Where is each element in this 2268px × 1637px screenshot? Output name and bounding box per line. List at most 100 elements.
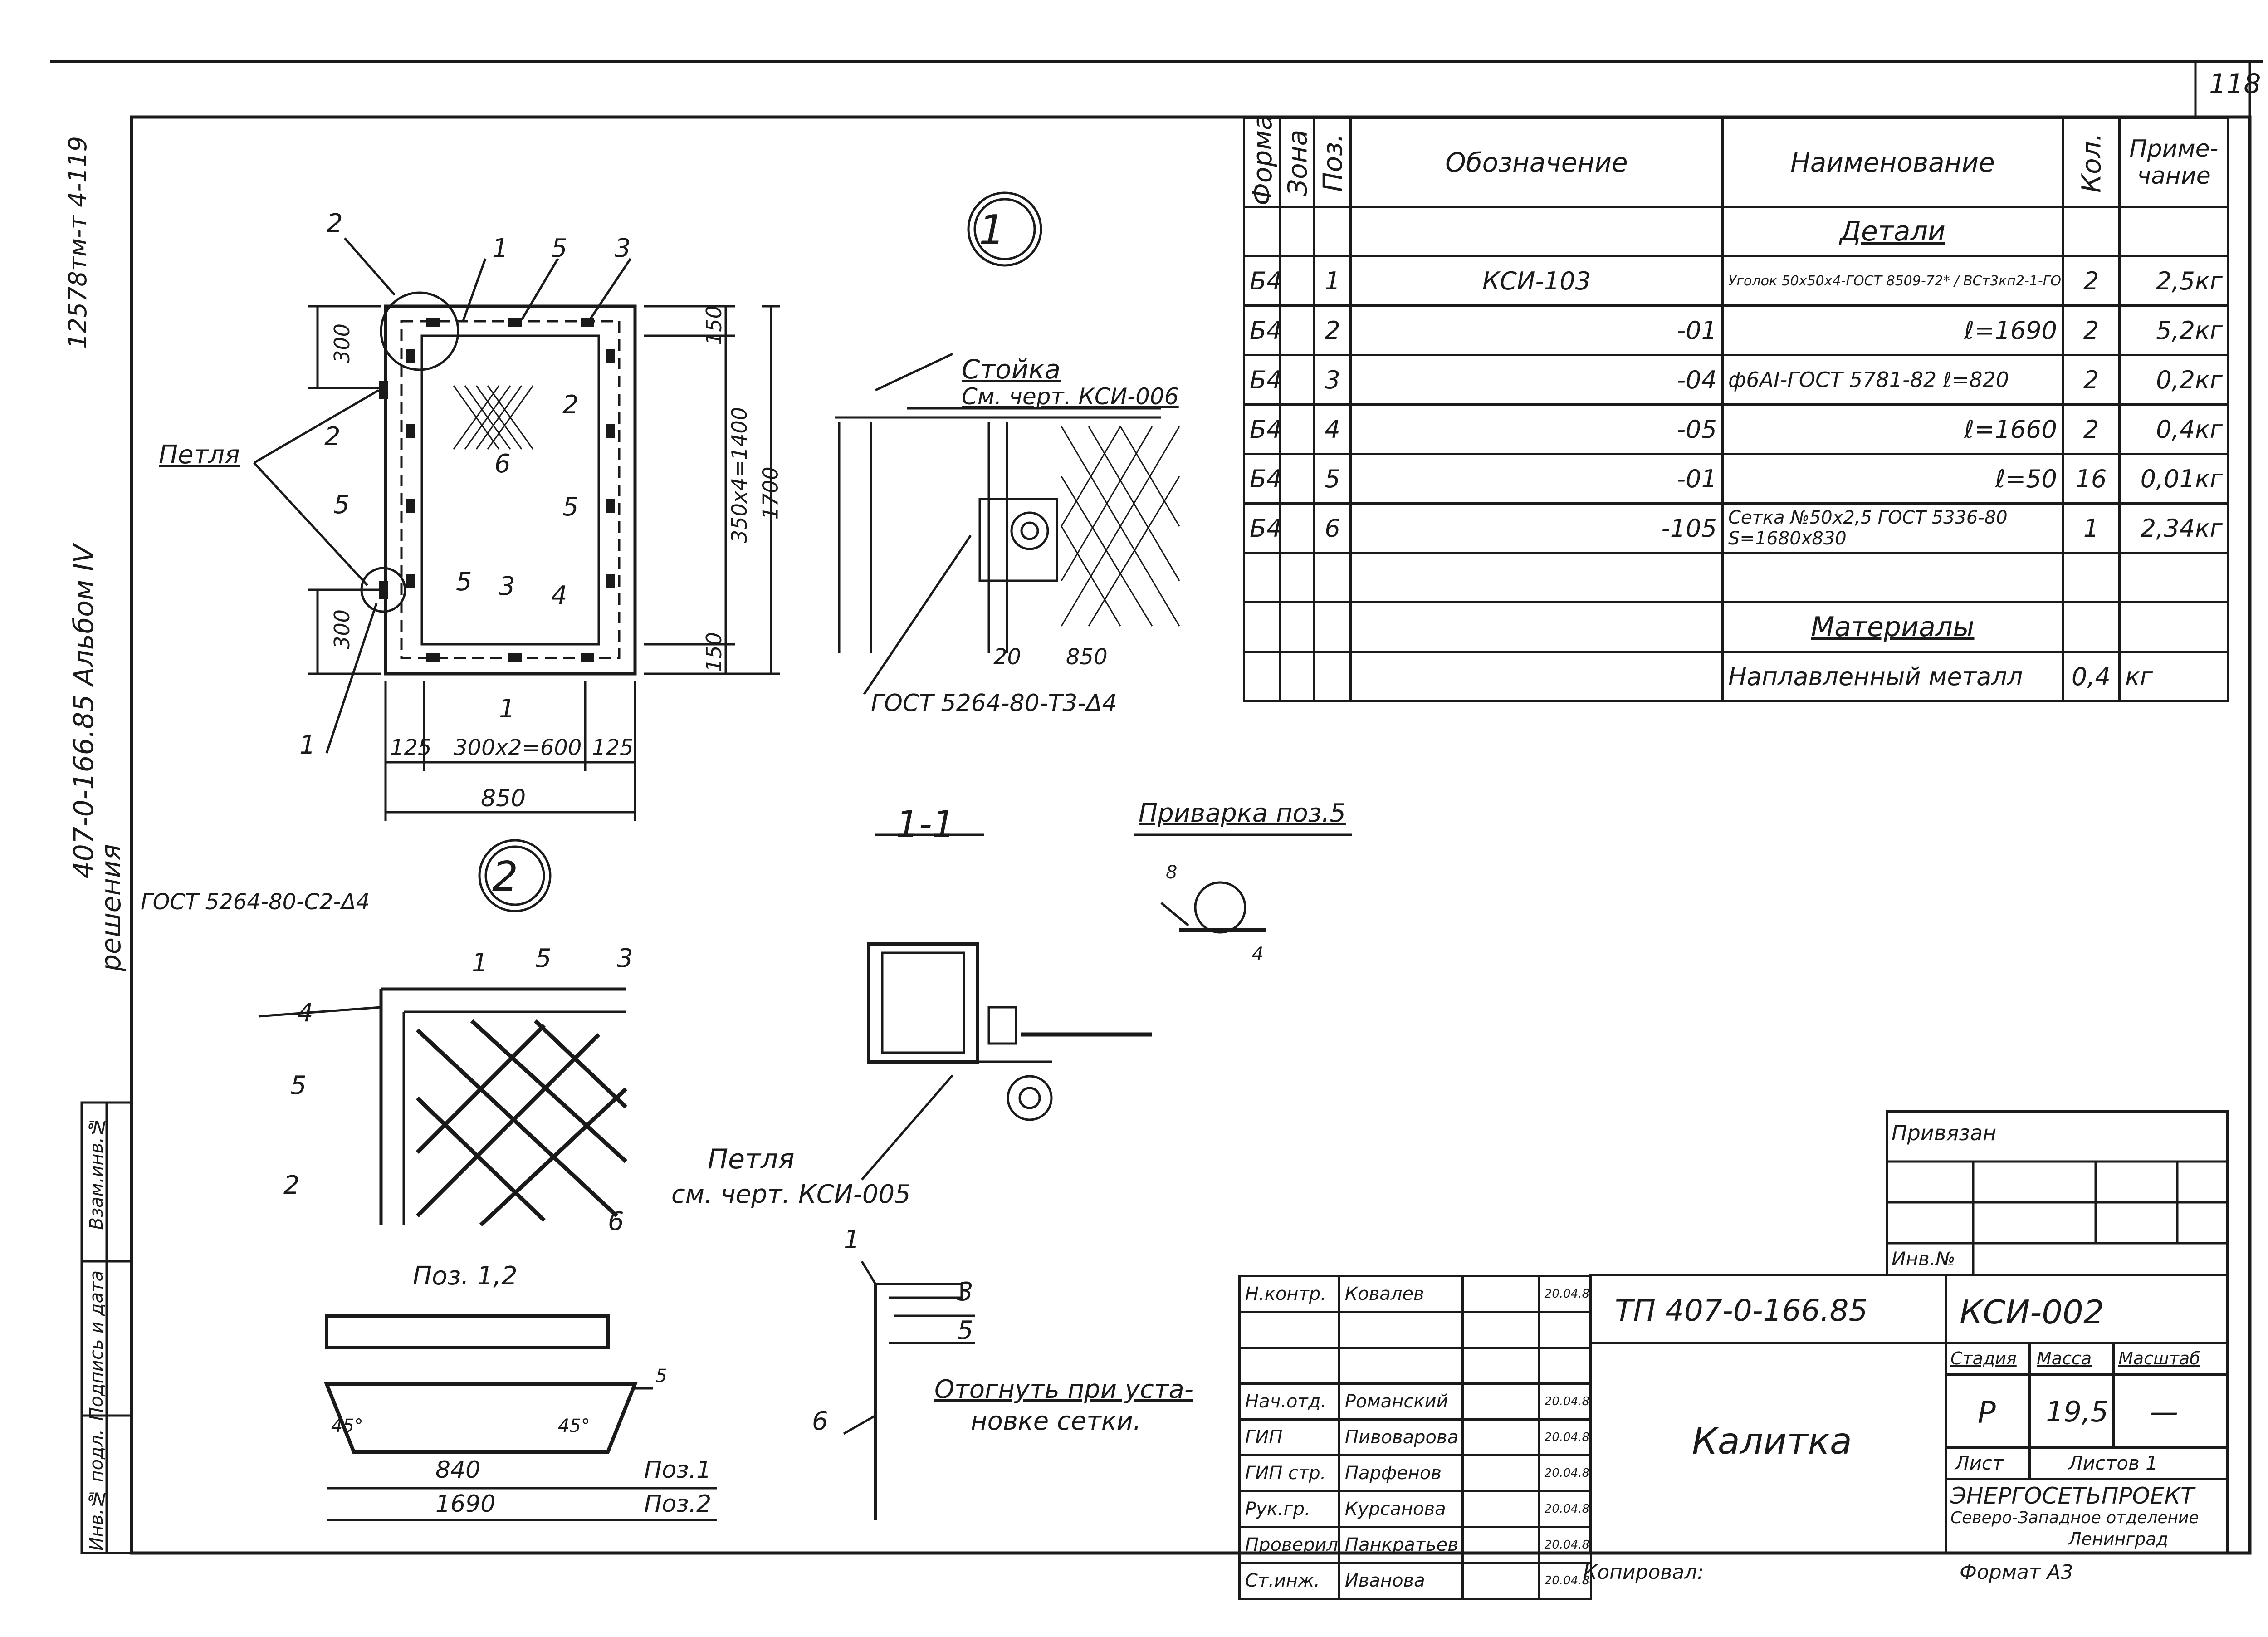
table-row: Б4 2 -01 ℓ=1690 2 5,2кг bbox=[1243, 304, 2229, 356]
pos-number: 6 bbox=[608, 1207, 624, 1236]
callout-circle-2 bbox=[380, 291, 459, 371]
dim: 45° bbox=[558, 1416, 590, 1436]
scale-label: Масштаб bbox=[2118, 1348, 2200, 1368]
dim: 840 bbox=[435, 1456, 481, 1484]
pos-number: 2 bbox=[324, 422, 341, 451]
pos-number: 5 bbox=[562, 492, 579, 522]
mass-value: 19,5 bbox=[2046, 1395, 2109, 1428]
pos-number: 3 bbox=[615, 234, 631, 263]
pos-number: 1 bbox=[499, 694, 515, 724]
label-stoika: Стойка bbox=[962, 354, 1061, 385]
sheet-frame bbox=[130, 115, 2252, 1555]
pos-number: 1 bbox=[472, 948, 488, 978]
pos-number: 5 bbox=[957, 1316, 973, 1345]
dim: 850 bbox=[1066, 644, 1108, 670]
pos-number: 4 bbox=[297, 998, 313, 1028]
pos-number: 1 bbox=[492, 234, 508, 263]
label-petlya: Петля bbox=[159, 440, 240, 470]
pos-number: 1 bbox=[299, 730, 316, 760]
dim: 1690 bbox=[435, 1490, 496, 1518]
label-stoika-ref: См. черт. КСИ-006 bbox=[962, 383, 1179, 410]
dim: 850 bbox=[481, 785, 526, 812]
org-division: Северо-Западное отделение bbox=[1950, 1509, 2199, 1527]
dim: 300х2=600 bbox=[454, 735, 582, 760]
sheet-label: Лист bbox=[1955, 1452, 2004, 1474]
pos-number: 3 bbox=[499, 572, 515, 601]
org-city: Ленинград bbox=[2068, 1529, 2168, 1549]
label-weld-c2: ГОСТ 5264-80-С2-Δ4 bbox=[141, 889, 370, 915]
label-poz2: Поз.2 bbox=[644, 1490, 712, 1518]
gate-frame bbox=[384, 304, 637, 676]
drawing-code: КСИ-002 bbox=[1960, 1293, 2104, 1331]
format-label: Формат А3 bbox=[1960, 1561, 2073, 1584]
sheets-label: Листов 1 bbox=[2068, 1452, 2158, 1474]
table-row: Б4 4 -05 ℓ=1660 2 0,4кг bbox=[1243, 403, 2229, 455]
label-petlya-bottom: Петля bbox=[708, 1143, 795, 1175]
pos-number: 5 bbox=[333, 490, 350, 520]
label-petlya-ref: см. черт. КСИ-005 bbox=[671, 1180, 911, 1209]
pos-number: 2 bbox=[284, 1171, 300, 1200]
pos-number: 5 bbox=[456, 567, 472, 597]
mass-label: Масса bbox=[2037, 1348, 2092, 1368]
dim: 125 bbox=[592, 735, 634, 760]
dim: 125 bbox=[390, 735, 432, 760]
col-note: Приме-чание bbox=[2118, 117, 2229, 208]
drawing-title: Калитка bbox=[1692, 1420, 1852, 1462]
pos-number: 2 bbox=[327, 209, 343, 238]
pos-number: 2 bbox=[562, 390, 579, 420]
label-weld-t3: ГОСТ 5264-80-Т3-Δ4 bbox=[871, 690, 1117, 717]
spec-table: Формат Зона Поз. Обозначение Наименовани… bbox=[1243, 117, 2229, 702]
table-row bbox=[1243, 552, 2229, 603]
table-row: Б4 6 -105 Сетка №50х2,5 ГОСТ 5336-80 S=1… bbox=[1243, 502, 2229, 554]
label-otognut-1: Отогнуть при уста- bbox=[934, 1375, 1193, 1404]
stage-value: Р bbox=[1978, 1395, 1996, 1430]
dim: 20 bbox=[993, 644, 1022, 670]
page-number: 118 bbox=[2209, 68, 2261, 100]
dim: 8 bbox=[1166, 862, 1178, 883]
label-otognut-2: новке сетки. bbox=[971, 1407, 1141, 1436]
dim: 5 bbox=[655, 1366, 667, 1387]
dim: 4 bbox=[1252, 944, 1264, 965]
pos-number: 3 bbox=[957, 1277, 973, 1307]
table-row bbox=[1238, 1311, 1593, 1349]
scale-value: — bbox=[2150, 1395, 2178, 1428]
label-privarka: Приварка поз.5 bbox=[1139, 799, 1346, 828]
org-name: ЭНЕРГОСЕТЬПРОЕКТ bbox=[1950, 1483, 2195, 1509]
col-name: Наименование bbox=[1721, 117, 2064, 208]
table-row bbox=[1238, 1347, 1593, 1385]
label-poz1: Поз.1 bbox=[644, 1456, 712, 1484]
table-row: Б4 3 -04 ф6АI-ГОСТ 5781-82 ℓ=820 2 0,2кг bbox=[1243, 354, 2229, 406]
label-pos-1-2: Поз. 1,2 bbox=[413, 1261, 518, 1291]
col-designation: Обозначение bbox=[1349, 117, 1724, 208]
pos-number: 5 bbox=[535, 944, 552, 973]
privyazan-label: Привязан bbox=[1892, 1121, 1997, 1145]
section-materials: Материалы bbox=[1721, 601, 2064, 653]
label-section-1-1: 1-1 bbox=[896, 803, 955, 845]
section-row: Материалы bbox=[1243, 601, 2229, 653]
pos-number: 6 bbox=[812, 1407, 828, 1436]
inv-label: Инв.№ bbox=[1892, 1248, 1955, 1270]
section-row: Детали bbox=[1243, 206, 2229, 257]
table-row: Наплавленный металл 0,4 кг bbox=[1243, 651, 2229, 702]
dim: 45° bbox=[331, 1416, 363, 1436]
pos-number: 5 bbox=[290, 1071, 307, 1100]
pos-number: 6 bbox=[494, 449, 511, 479]
callout-1-label: 1 bbox=[979, 206, 1005, 254]
section-details: Детали bbox=[1721, 206, 2064, 257]
spec-header-row: Формат Зона Поз. Обозначение Наименовани… bbox=[1244, 117, 2229, 208]
pos-number: 3 bbox=[617, 944, 633, 973]
callout-2-label: 2 bbox=[492, 853, 518, 901]
pos-number: 5 bbox=[551, 234, 567, 263]
pos-number: 4 bbox=[551, 581, 567, 610]
copied-label: Копировал: bbox=[1583, 1561, 1704, 1584]
table-row: Б4 1 КСИ-103 Уголок 50х50х4-ГОСТ 8509-72… bbox=[1243, 255, 2229, 307]
